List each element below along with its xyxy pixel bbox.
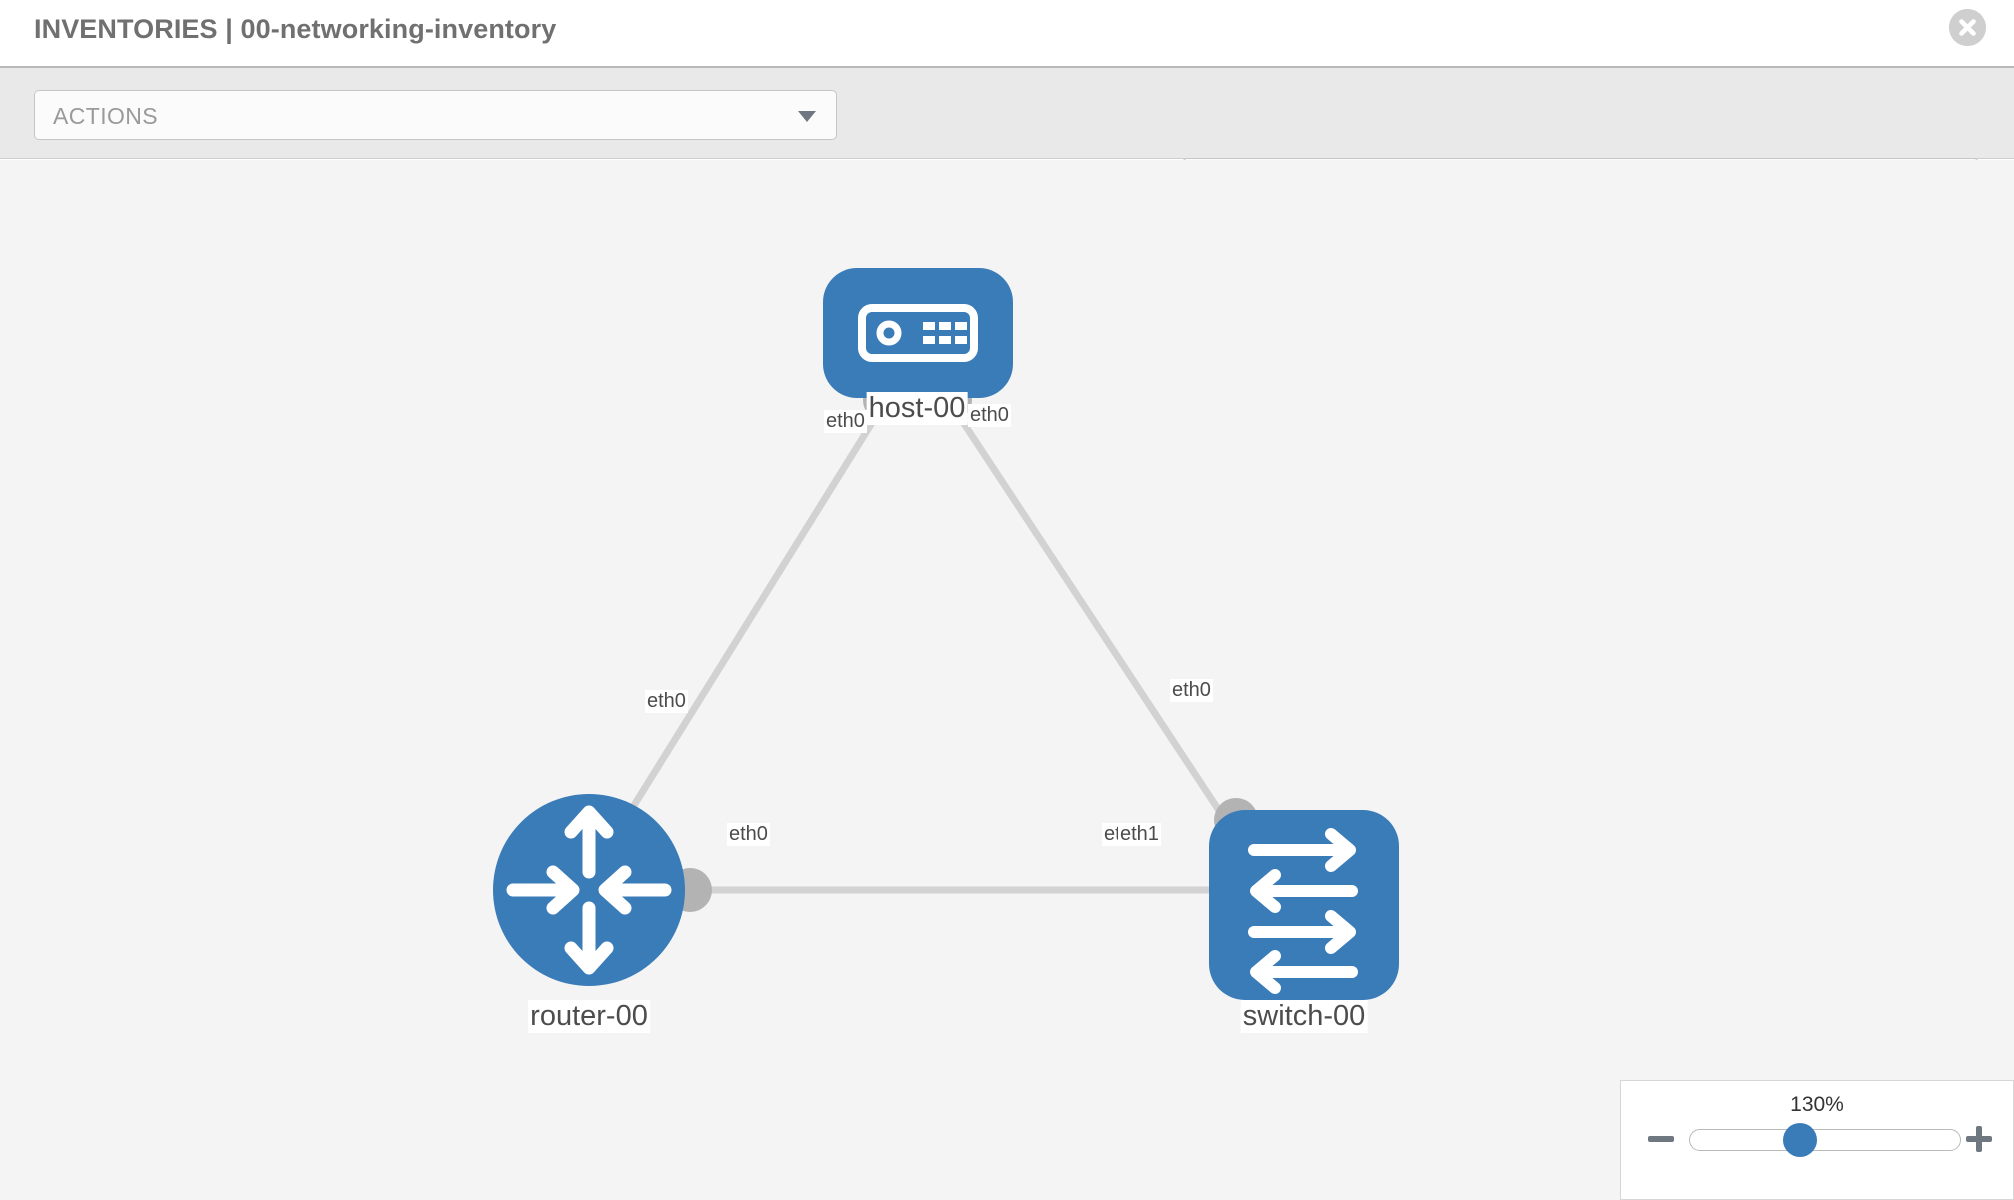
iface-label-switch00-uplink: eth0 bbox=[1170, 679, 1213, 702]
zoom-slider-thumb[interactable] bbox=[1783, 1123, 1817, 1157]
iface-label-switch00-left: eth1 bbox=[1118, 823, 1161, 846]
zoom-slider[interactable] bbox=[1689, 1129, 1961, 1151]
iface-label-host00-right: eth0 bbox=[968, 404, 1011, 427]
host-00-shape bbox=[823, 268, 1013, 398]
zoom-control-panel: 130% bbox=[1620, 1080, 2014, 1200]
edge-host00-router00 bbox=[597, 408, 883, 862]
toolbar: ACTIONS SEARCH bbox=[0, 68, 2014, 208]
chevron-down-icon bbox=[798, 111, 816, 122]
node-label-switch-00: switch-00 bbox=[1240, 1000, 1368, 1033]
router-four-arrow-icon bbox=[506, 805, 672, 975]
actions-dropdown-label: ACTIONS bbox=[53, 103, 159, 129]
iface-label-router00-uplink: eth0 bbox=[645, 690, 688, 713]
node-host-00 bbox=[823, 268, 1013, 398]
topology-edges bbox=[597, 408, 1248, 894]
edge-host00-switch00 bbox=[952, 408, 1248, 852]
node-switch-00 bbox=[1209, 810, 1399, 1000]
node-label-host-00: host-00 bbox=[866, 392, 968, 425]
actions-dropdown[interactable]: ACTIONS bbox=[34, 90, 837, 140]
router-00-shape bbox=[493, 794, 685, 986]
topology-canvas[interactable]: host-00 router-00 switch-00 eth0 eth0 et… bbox=[0, 160, 2014, 1200]
page-title: INVENTORIES | 00-networking-inventory bbox=[34, 14, 557, 44]
zoom-level-value: 130% bbox=[1790, 1093, 1844, 1116]
topology-graph bbox=[493, 268, 1399, 1000]
minus-icon[interactable] bbox=[1645, 1123, 1677, 1155]
node-label-router-00: router-00 bbox=[528, 1000, 650, 1033]
switch-00-shape bbox=[1209, 810, 1399, 1000]
server-device-icon bbox=[858, 304, 978, 362]
iface-label-host00-left: eth0 bbox=[824, 410, 867, 433]
close-icon[interactable] bbox=[1949, 9, 1986, 46]
switch-arrows-icon bbox=[1248, 828, 1358, 994]
page-header: INVENTORIES | 00-networking-inventory bbox=[0, 0, 2014, 68]
plus-icon[interactable] bbox=[1963, 1123, 1995, 1155]
node-router-00 bbox=[493, 794, 685, 986]
iface-label-router00-right: eth0 bbox=[727, 823, 770, 846]
